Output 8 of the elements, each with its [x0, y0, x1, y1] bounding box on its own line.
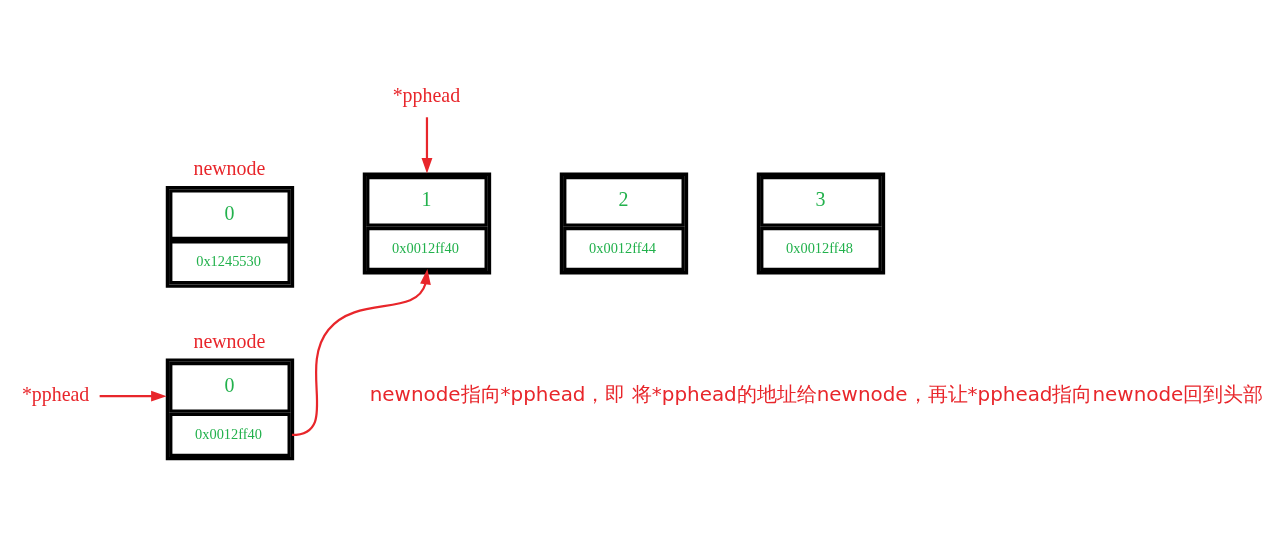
arrow — [291, 268, 431, 436]
node-text: *pphead — [392, 83, 461, 106]
node-label: newnode — [193, 156, 266, 179]
label: newnode指向*pphead，即 将*pphead的地址给newnode，再让*pphead指向newnode回到头部 — [369, 382, 1264, 406]
arrow — [99, 390, 167, 402]
node-text: *pphead — [21, 382, 90, 405]
arrow — [421, 116, 433, 173]
node-label: newnode — [193, 329, 266, 352]
